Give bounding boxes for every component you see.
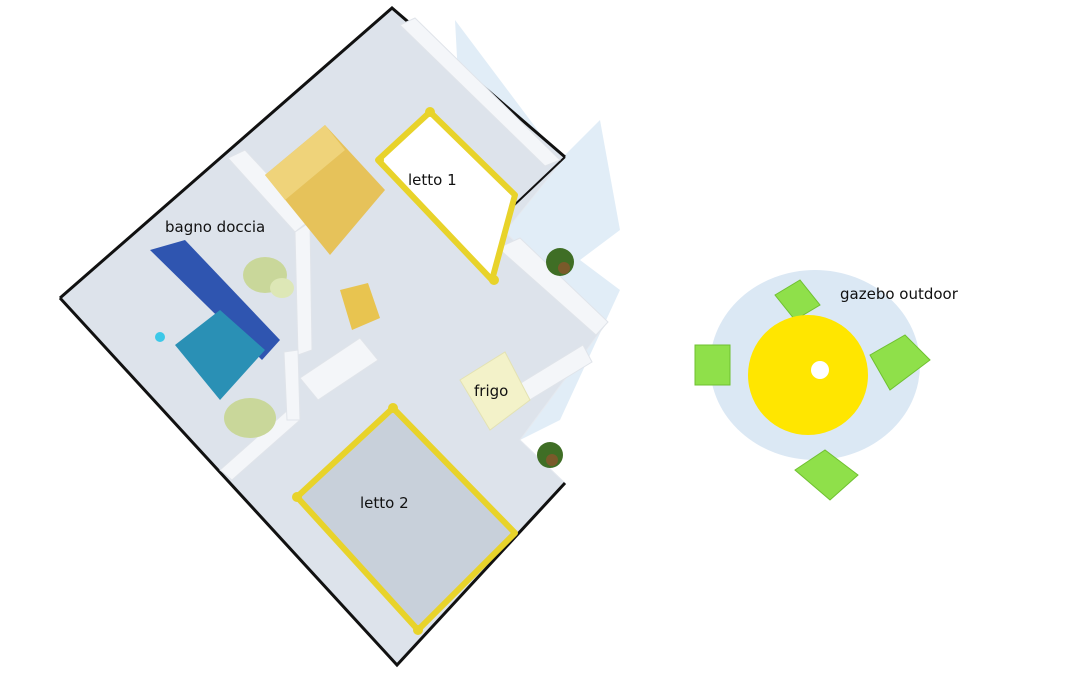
shower-tray: [175, 310, 265, 400]
bed2-post: [292, 492, 302, 502]
bed2-label: letto 2: [360, 494, 409, 512]
sink: [224, 398, 276, 438]
bed1-label: letto 1: [408, 171, 457, 189]
chair: [869, 334, 931, 391]
toilet-bowl: [270, 278, 294, 298]
bed2-frame: [294, 405, 518, 633]
outer-wall-outline: [59, 6, 566, 300]
bed2-post: [413, 625, 423, 635]
fridge-label: frigo: [474, 382, 508, 400]
wall-kitchen: [497, 237, 609, 336]
bed1-frame: [375, 109, 518, 283]
gazebo-label: gazebo outdoor: [840, 285, 959, 303]
bed2-post: [388, 403, 398, 413]
fridge: [459, 351, 531, 431]
apartment-floor: [59, 7, 606, 666]
chair: [794, 449, 859, 501]
plant-pot-icon: [558, 262, 570, 274]
shower-head: [155, 332, 165, 342]
wall-bedroom-divider: [299, 337, 379, 401]
wall-room1-top: [399, 17, 561, 167]
wall-bathroom-lower-right: [283, 349, 301, 421]
gazebo-table: [748, 315, 868, 435]
chair: [774, 279, 821, 321]
shower-curtain: [150, 240, 280, 360]
chair: [694, 344, 731, 386]
outer-wall-outline-lower: [58, 296, 567, 668]
bed1-post: [489, 275, 499, 285]
bed1-post: [425, 107, 435, 117]
table-centerpiece: [811, 361, 829, 379]
bathroom-label: bagno doccia: [165, 218, 265, 236]
nightstand: [340, 283, 380, 330]
bed1-post: [376, 156, 384, 164]
wardrobe-top: [265, 125, 345, 200]
wall-bathroom-right: [294, 221, 313, 356]
plant-pot-icon: [546, 454, 558, 466]
